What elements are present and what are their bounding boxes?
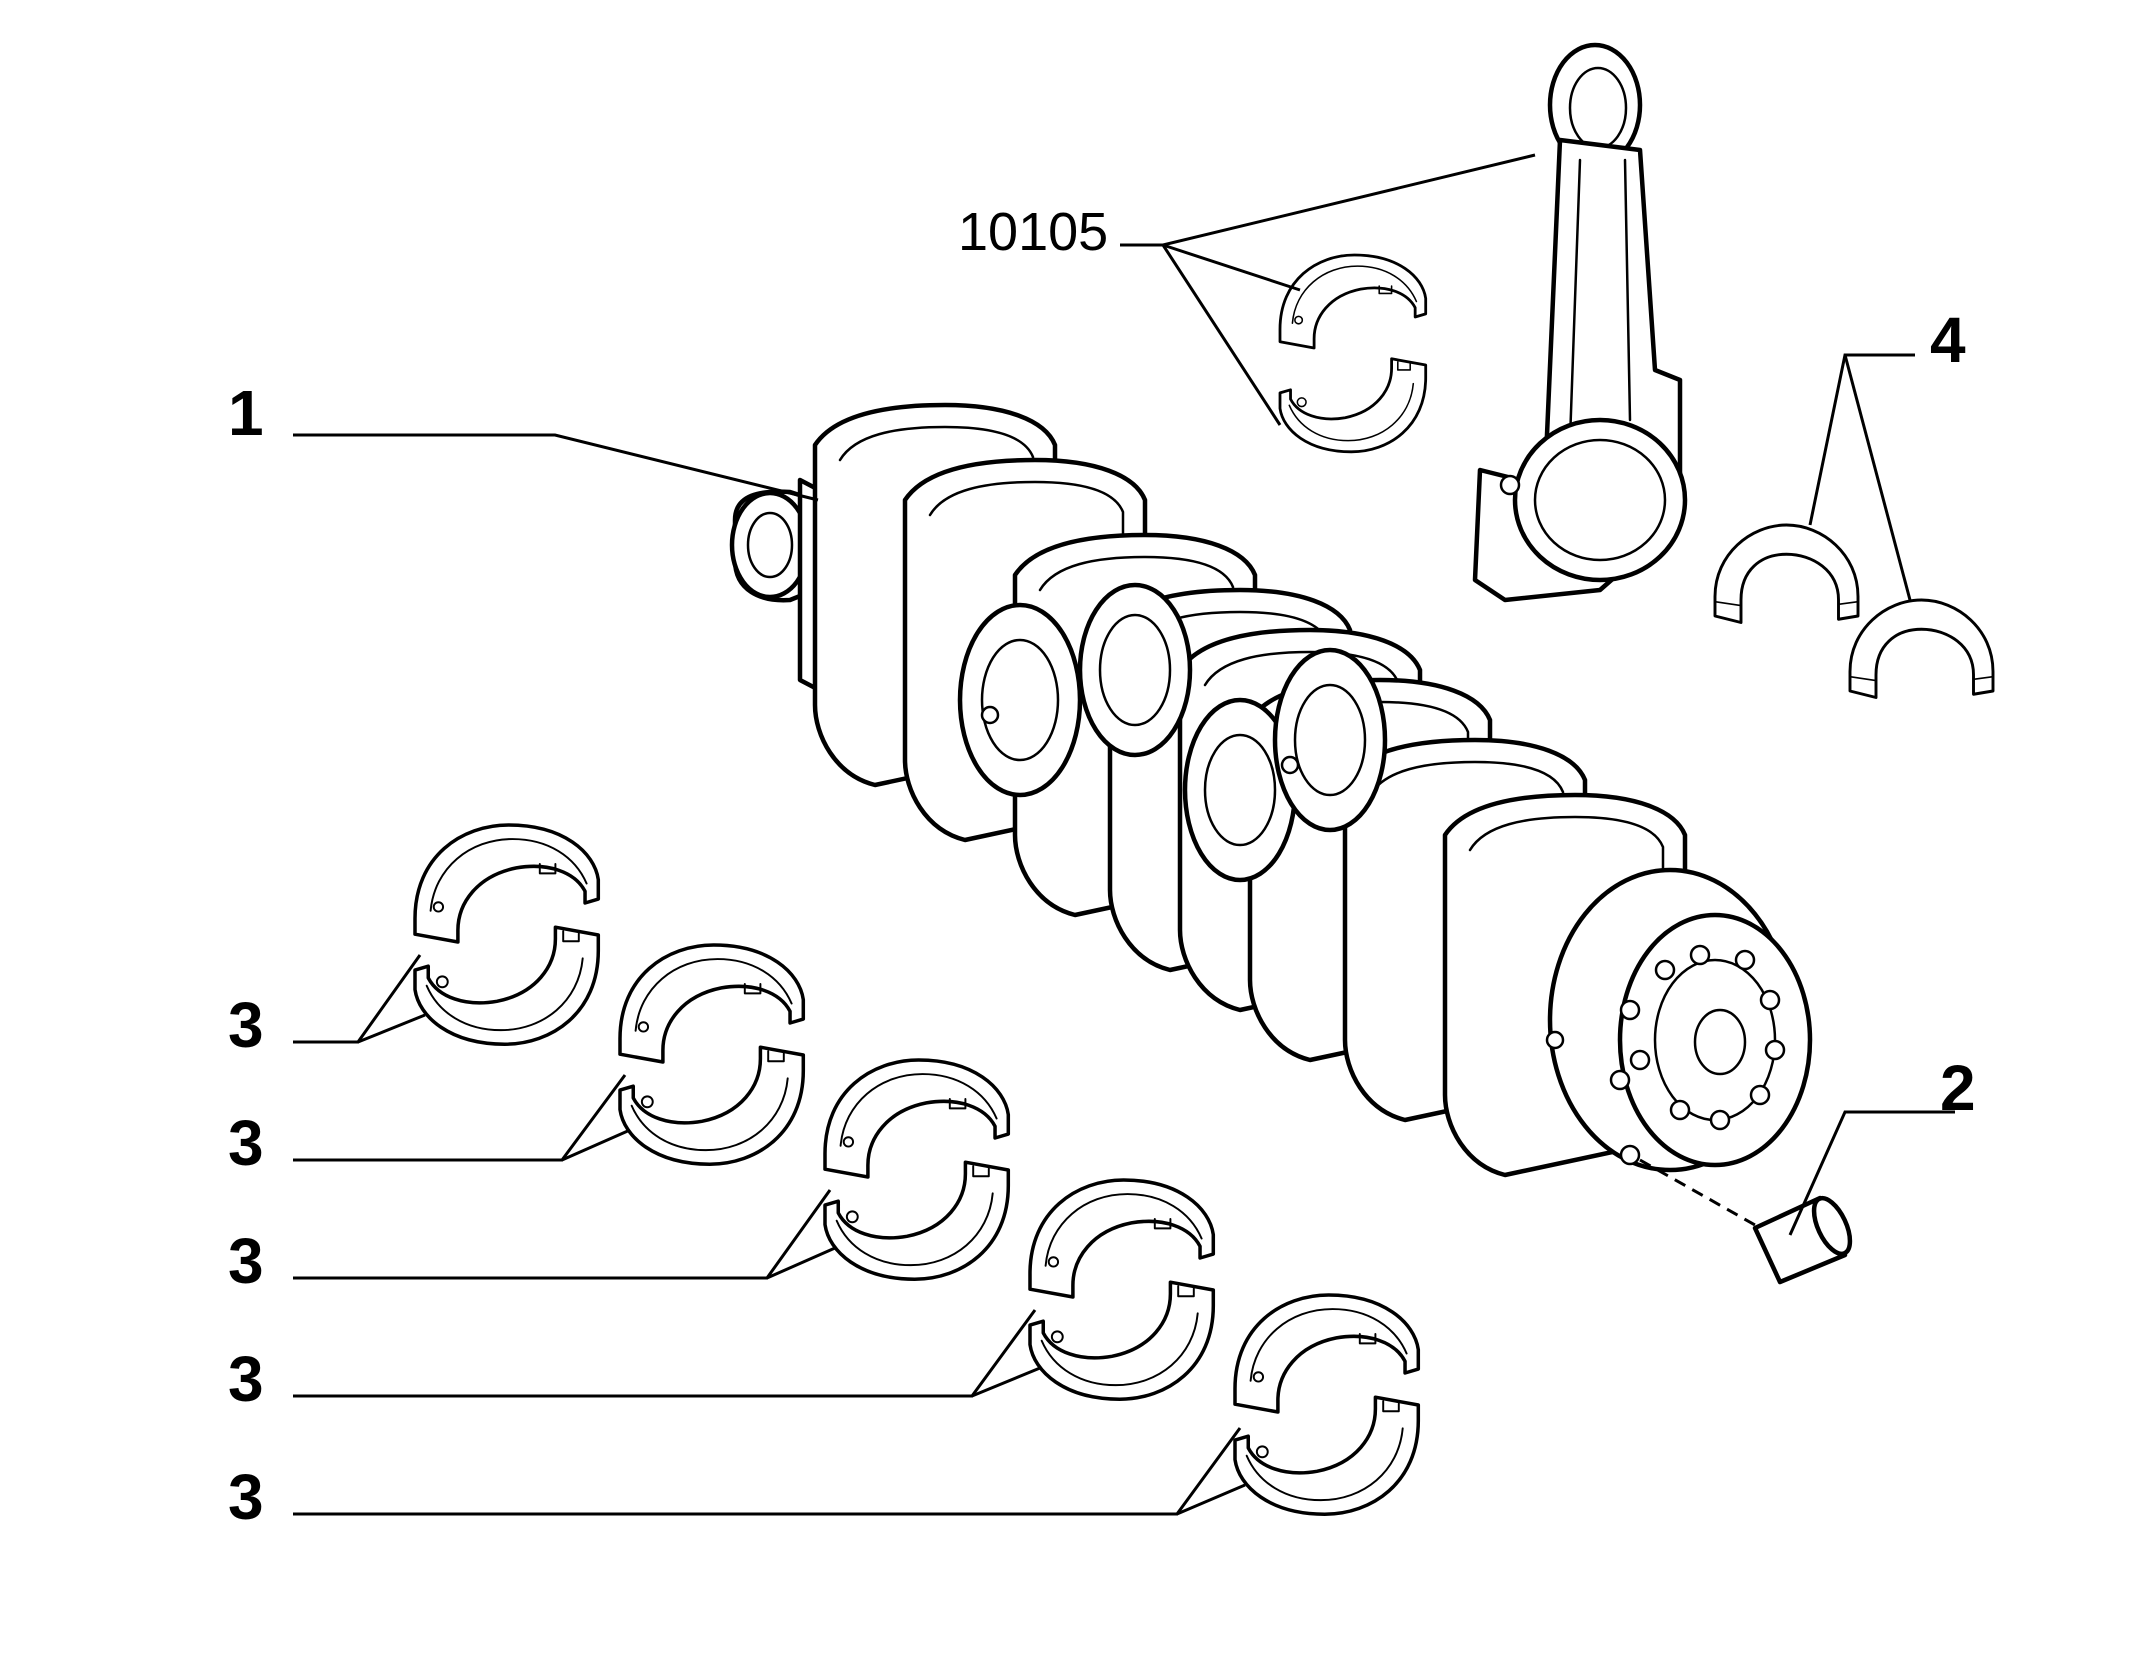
dowel-pin: [1639, 1158, 1853, 1285]
connecting-rod: [1472, 42, 1688, 603]
callout-3-row4: 3: [228, 1343, 264, 1415]
thrust-washers: [1713, 523, 1995, 699]
callout-3-row5: 3: [228, 1461, 264, 1533]
crankshaft: [729, 405, 1813, 1175]
callout-1: 1: [228, 377, 264, 449]
conrod-bearing-shells: [1278, 253, 1428, 454]
callout-3-row1: 3: [228, 989, 264, 1061]
leader-lines: [293, 153, 1955, 1516]
callout-4: 4: [1930, 304, 1966, 376]
callout-10105: 10105: [958, 202, 1108, 262]
flange-bolt-holes: [1545, 944, 1786, 1166]
callout-3-row2: 3: [228, 1107, 264, 1179]
callout-3-row3: 3: [228, 1225, 264, 1297]
callout-2: 2: [1940, 1052, 1976, 1124]
